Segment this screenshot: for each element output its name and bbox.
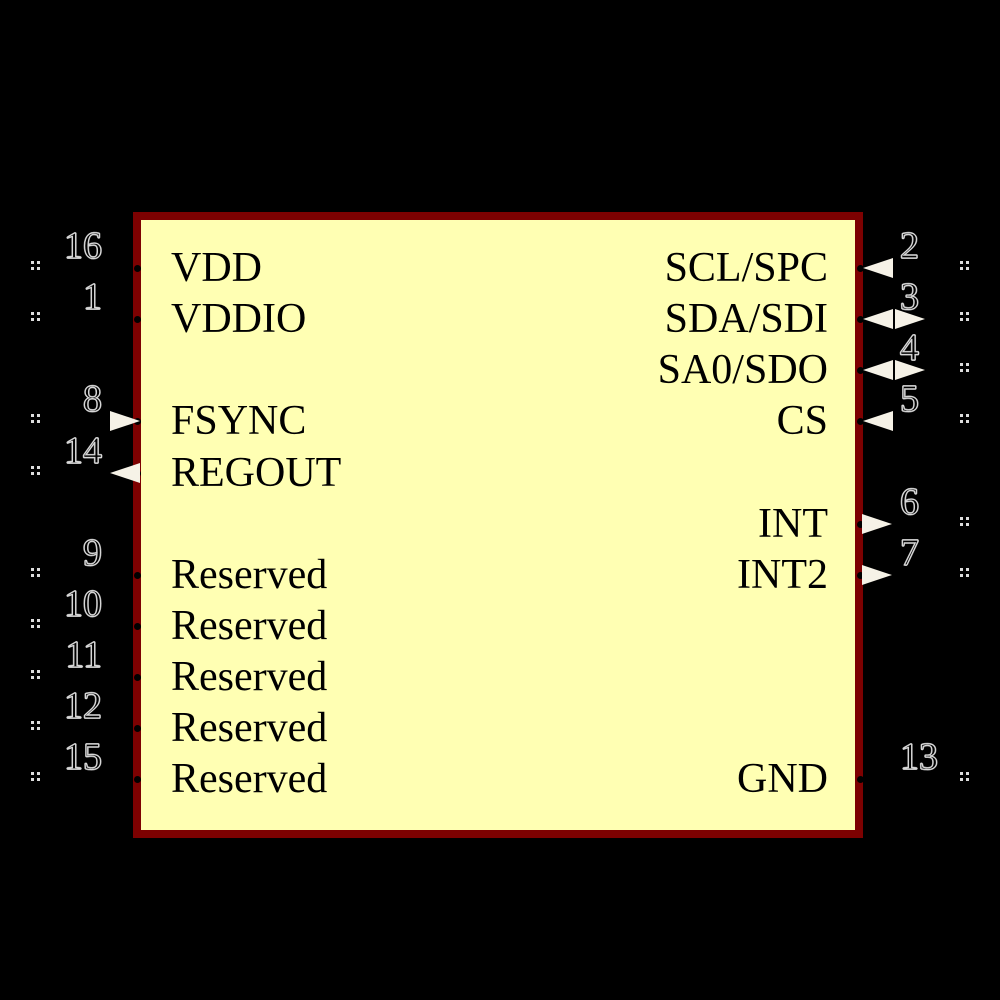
pin-endpoint-dot-scl-spc	[857, 265, 864, 272]
pin-connection-marker-reserved	[31, 619, 34, 622]
pin-connection-marker-reserved	[31, 772, 34, 775]
pin-endpoint-dot-reserved	[134, 572, 141, 579]
pin-arrow-output-sda-sdi	[895, 309, 925, 329]
pin-connection-marker-scl-spc	[960, 261, 963, 264]
pin-number-6: 6	[899, 480, 919, 523]
pin-connection-marker-sda-sdi	[960, 312, 963, 315]
pin-label-reserved: Reserved	[171, 654, 328, 700]
pin-label-vdd: VDD	[171, 245, 262, 291]
pin-endpoint-dot-vddio	[134, 316, 141, 323]
pin-endpoint-dot-reserved	[134, 725, 141, 732]
pin-number-9: 9	[82, 531, 102, 574]
pin-connection-marker-int	[960, 517, 963, 520]
pin-number-2: 2	[899, 224, 919, 267]
pin-connection-marker-sa0-sdo	[960, 363, 963, 366]
pin-label-reserved: Reserved	[171, 705, 328, 751]
pin-number-15: 15	[63, 735, 102, 778]
pin-number-10: 10	[63, 582, 102, 625]
pin-arrow-input-fsync	[110, 411, 140, 431]
pin-arrow-output-int	[862, 514, 892, 534]
pin-number-11: 11	[65, 633, 103, 676]
pin-arrow-input-cs	[863, 411, 893, 431]
pin-label-int2: INT2	[737, 552, 828, 598]
pin-label-reserved: Reserved	[171, 756, 328, 802]
pin-endpoint-dot-vdd	[134, 265, 141, 272]
pin-endpoint-dot-gnd	[857, 776, 864, 783]
pin-endpoint-dot-int	[857, 521, 864, 528]
pin-label-gnd: GND	[737, 756, 828, 802]
pin-endpoint-dot-reserved	[134, 674, 141, 681]
pin-endpoint-dot-sa0-sdo	[857, 367, 864, 374]
pin-arrow-output-regout	[110, 463, 140, 483]
pin-connection-marker-int2	[960, 568, 963, 571]
chip-symbol-body[interactable]	[133, 212, 863, 838]
pin-label-sda-sdi: SDA/SDI	[664, 296, 828, 342]
pin-label-fsync: FSYNC	[171, 398, 307, 444]
pin-label-scl-spc: SCL/SPC	[664, 245, 828, 291]
pin-endpoint-dot-reserved	[134, 623, 141, 630]
pin-number-16: 16	[63, 224, 102, 267]
pin-connection-marker-cs	[960, 414, 963, 417]
pin-label-reserved: Reserved	[171, 603, 328, 649]
pin-connection-marker-reserved	[31, 568, 34, 571]
pin-endpoint-dot-reserved	[134, 776, 141, 783]
pin-number-7: 7	[899, 531, 919, 574]
pin-label-vddio: VDDIO	[171, 296, 307, 342]
pin-arrow-input-sa0-sdo	[863, 360, 893, 380]
pin-label-int: INT	[758, 501, 828, 547]
pin-endpoint-dot-cs	[857, 418, 864, 425]
pin-endpoint-dot-sda-sdi	[857, 316, 864, 323]
pin-label-reserved: Reserved	[171, 552, 328, 598]
pin-connection-marker-gnd	[960, 772, 963, 775]
pin-label-sa0-sdo: SA0/SDO	[657, 347, 828, 393]
pin-number-4: 4	[899, 326, 919, 369]
pin-connection-marker-fsync	[31, 414, 34, 417]
pin-number-14: 14	[63, 429, 102, 472]
pin-number-5: 5	[899, 377, 919, 420]
pin-label-cs: CS	[776, 398, 828, 444]
pin-arrow-output-int2	[862, 565, 892, 585]
pin-number-3: 3	[899, 275, 919, 318]
pin-connection-marker-regout	[31, 466, 34, 469]
pin-number-13: 13	[899, 735, 938, 778]
pin-connection-marker-reserved	[31, 670, 34, 673]
pin-number-1: 1	[82, 275, 102, 318]
pin-arrow-input-sda-sdi	[863, 309, 893, 329]
pin-number-12: 12	[63, 684, 102, 727]
pin-connection-marker-vddio	[31, 312, 34, 315]
pin-connection-marker-vdd	[31, 261, 34, 264]
pin-arrow-input-scl-spc	[863, 258, 893, 278]
pin-endpoint-dot-int2	[857, 572, 864, 579]
pin-label-regout: REGOUT	[171, 450, 342, 496]
pin-connection-marker-reserved	[31, 721, 34, 724]
pin-number-8: 8	[82, 377, 102, 420]
pin-arrow-output-sa0-sdo	[895, 360, 925, 380]
